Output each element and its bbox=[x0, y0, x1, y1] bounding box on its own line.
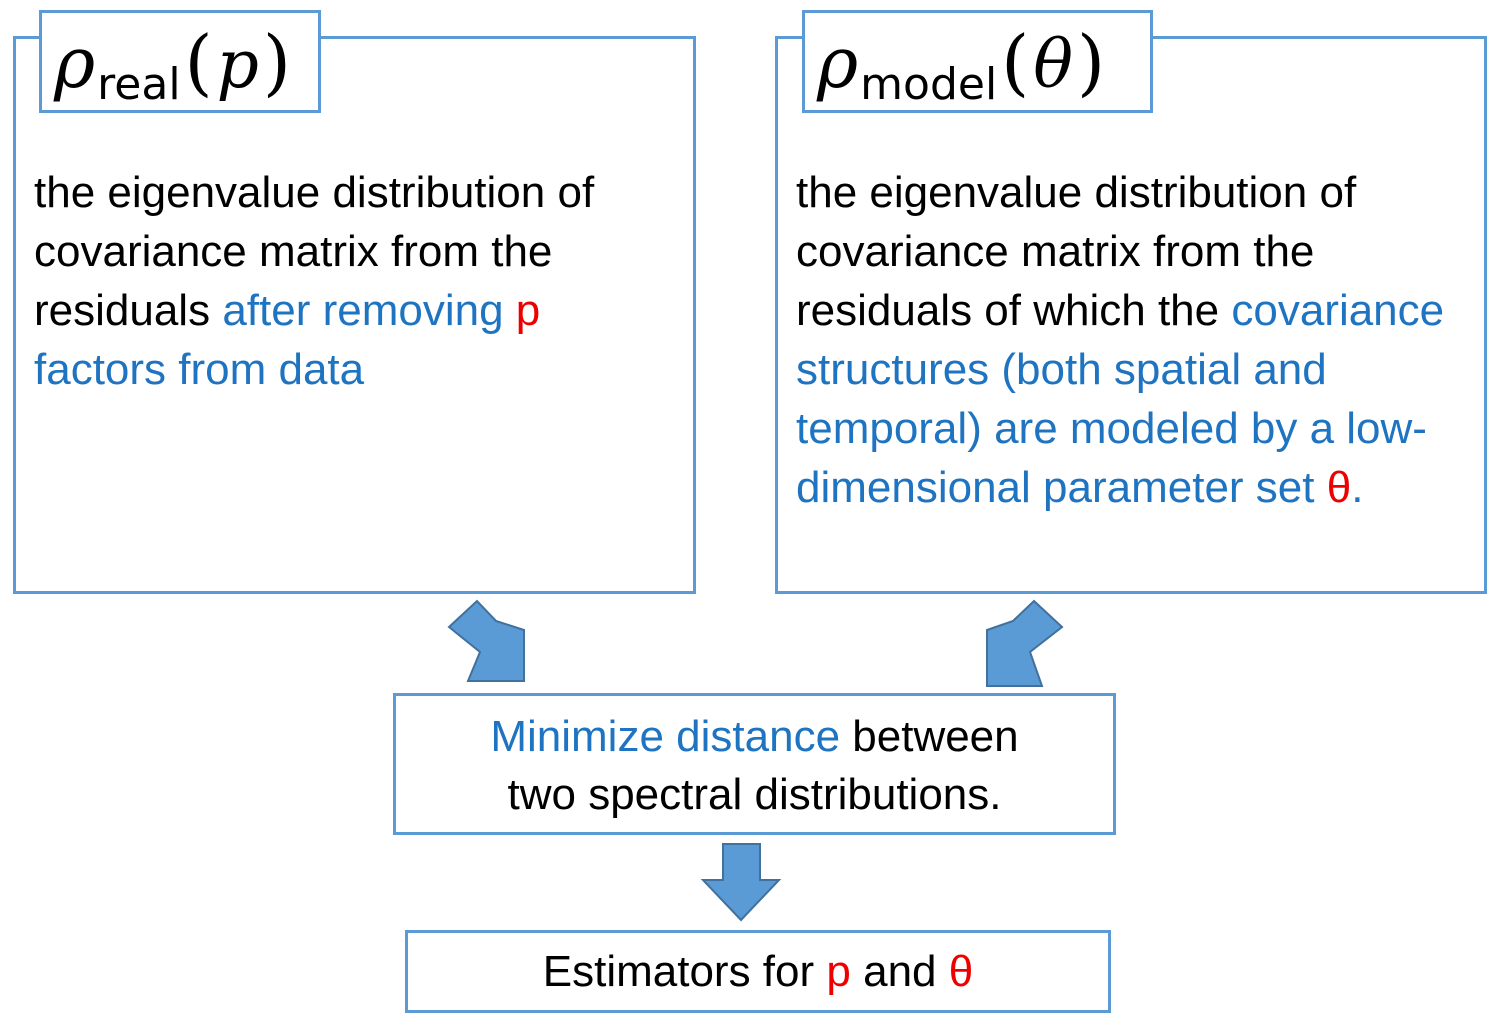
left-box-description: the eigenvalue distribution of covarianc… bbox=[34, 163, 684, 399]
rho-symbol: ρ bbox=[817, 21, 859, 104]
minimize-distance-rest: between two spectral distributions. bbox=[507, 712, 1019, 819]
right-desc-part1: the eigenvalue distribution of covarianc… bbox=[796, 168, 1357, 335]
arrow-down-right-icon bbox=[447, 599, 525, 682]
argument-theta: θ bbox=[1033, 25, 1074, 103]
argument-p: p bbox=[216, 25, 259, 103]
right-box-description: the eigenvalue distribution of covarianc… bbox=[796, 163, 1476, 517]
minimize-distance-box: Minimize distance between two spectral d… bbox=[393, 693, 1116, 835]
estimators-variable-theta: θ bbox=[948, 947, 974, 996]
minimize-distance-text: Minimize distance between two spectral d… bbox=[396, 708, 1113, 824]
estimators-and: and bbox=[850, 947, 949, 996]
arrow-down-left-icon bbox=[986, 599, 1064, 687]
subscript-model: model bbox=[860, 58, 998, 110]
right-desc-highlight-a: covariance structures (both spatial and … bbox=[796, 286, 1445, 512]
open-paren: ( bbox=[184, 19, 213, 104]
estimators-variable-p: p bbox=[826, 947, 851, 996]
subscript-real: real bbox=[97, 58, 181, 110]
estimators-prefix: Estimators for bbox=[542, 947, 827, 996]
left-desc-highlight-a: after removing bbox=[222, 286, 516, 335]
open-paren: ( bbox=[1001, 19, 1030, 104]
estimators-box: Estimators for p and θ bbox=[405, 930, 1111, 1013]
close-paren: ) bbox=[1077, 19, 1106, 104]
left-desc-part1: the eigenvalue distribution of covarianc… bbox=[34, 168, 595, 335]
arrow-down-icon bbox=[700, 843, 782, 922]
right-desc-highlight-b: . bbox=[1351, 463, 1364, 512]
minimize-distance-highlight: Minimize distance bbox=[490, 712, 841, 761]
left-desc-highlight-b: factors from data bbox=[34, 345, 365, 394]
close-paren: ) bbox=[262, 19, 291, 104]
estimators-text: Estimators for p and θ bbox=[408, 943, 1108, 1001]
left-box bbox=[13, 36, 696, 594]
rho-symbol: ρ bbox=[54, 21, 96, 104]
left-desc-variable-p: p bbox=[515, 286, 541, 335]
right-desc-variable-theta: θ bbox=[1326, 463, 1352, 512]
